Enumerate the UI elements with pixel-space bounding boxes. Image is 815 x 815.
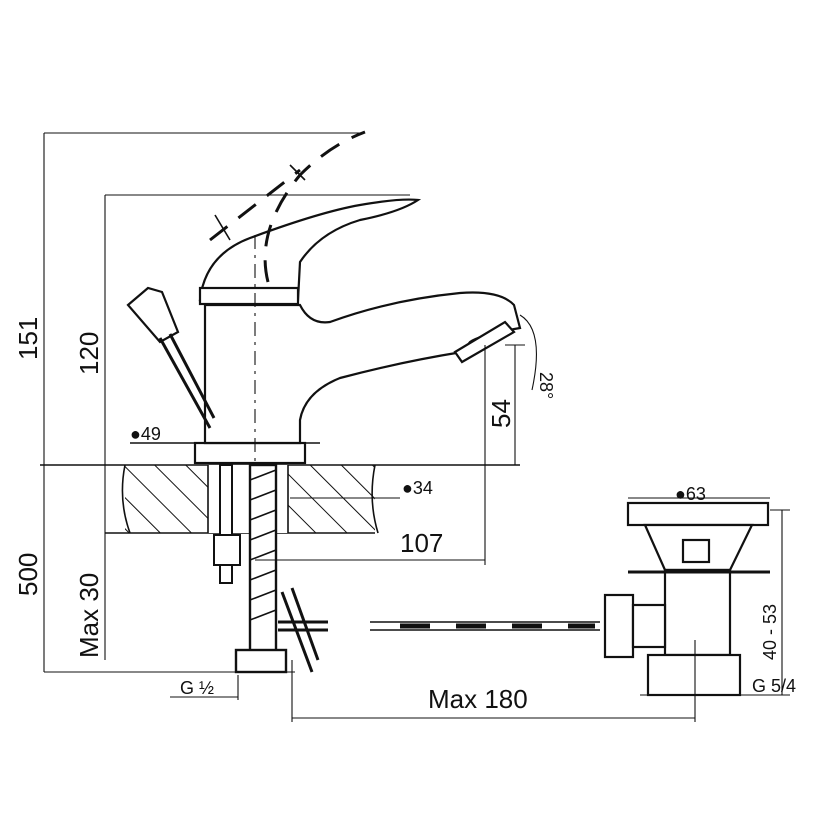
under-counter-connections — [213, 463, 328, 674]
label-151: 151 — [13, 317, 43, 360]
label-54: 54 — [486, 399, 516, 428]
dimension-lines-misc — [255, 314, 537, 565]
countertop-section — [40, 464, 520, 534]
faucet-body — [130, 130, 522, 465]
popup-drain-assembly — [603, 497, 790, 697]
label-dia-49: ●49 — [130, 424, 161, 444]
label-40-53: 40 - 53 — [760, 604, 780, 660]
dimension-labels: 151 120 500 Max 30 54 28° ●49 ●34 107 ●6… — [13, 317, 796, 714]
label-dia-63: ●63 — [675, 484, 706, 504]
label-107: 107 — [400, 528, 443, 558]
label-max-30: Max 30 — [74, 573, 104, 658]
label-dia-34: ●34 — [402, 478, 433, 498]
popup-rod-handle — [126, 286, 216, 429]
label-28: 28° — [536, 372, 556, 399]
dimension-max-180 — [170, 640, 696, 722]
label-max-180: Max 180 — [428, 684, 528, 714]
label-500: 500 — [13, 553, 43, 596]
label-g-5-4: G 5/4 — [752, 676, 796, 696]
drain-linkage-rod — [370, 621, 600, 631]
label-120: 120 — [74, 332, 104, 375]
label-g-half: G ½ — [180, 678, 214, 698]
